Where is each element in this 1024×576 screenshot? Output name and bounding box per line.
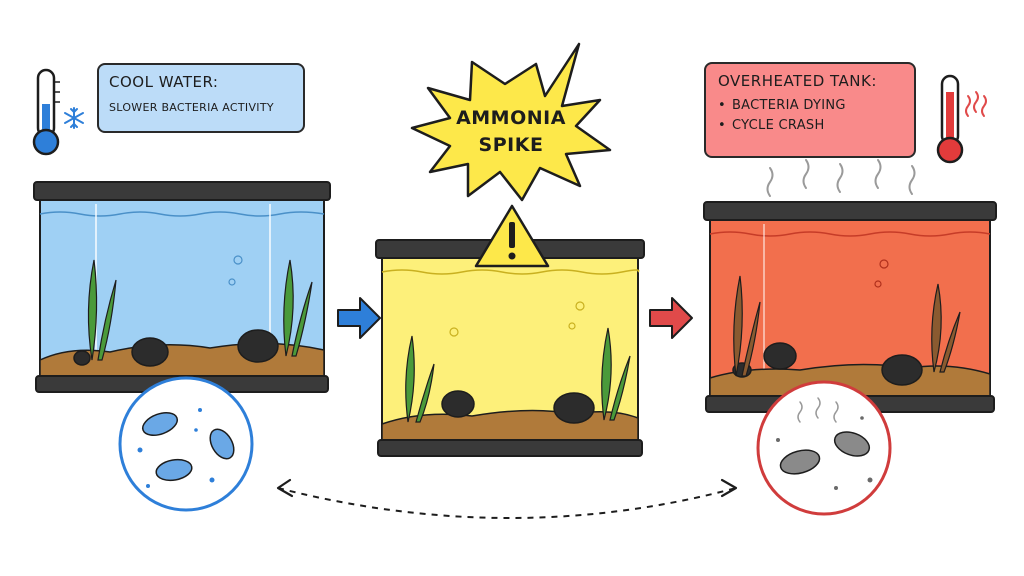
- active-bacteria-circle: [118, 376, 254, 512]
- bullet-bacteria-dying: BACTERIA DYING: [718, 98, 902, 113]
- dying-bacteria-circle: [756, 380, 892, 516]
- overheated-title: OVERHEATED TANK:: [718, 72, 877, 90]
- steam-icon: [766, 159, 916, 197]
- spike-line-1: AMMONIA: [456, 107, 566, 129]
- red-arrow-icon: [649, 297, 693, 339]
- cool-water-subtitle: SLOWER BACTERIA ACTIVITY: [109, 101, 274, 114]
- warning-icon: [474, 204, 550, 268]
- heat-waves-icon: [965, 91, 987, 117]
- cool-water-title: COOL WATER:: [109, 73, 219, 91]
- cool-plant: [87, 259, 313, 361]
- cool-water-tank: [33, 181, 331, 393]
- snowflake-icon: [64, 107, 84, 129]
- spike-line-2: SPIKE: [479, 134, 544, 156]
- overheated-tank-label: OVERHEATED TANK: BACTERIA DYING CYCLE CR…: [704, 62, 916, 158]
- ammonia-tank: [375, 239, 645, 457]
- cool-water-label: COOL WATER: SLOWER BACTERIA ACTIVITY: [97, 63, 305, 133]
- ammonia-spike-burst: AMMONIA SPIKE: [410, 42, 612, 202]
- double-arrow-icon: [276, 478, 738, 519]
- blue-arrow-icon: [337, 297, 381, 339]
- bullet-cycle-crash: CYCLE CRASH: [718, 118, 902, 133]
- thermometer-cold-icon: [32, 68, 60, 156]
- thermometer-hot-icon: [936, 74, 964, 164]
- overheated-tank: [703, 201, 997, 413]
- overheated-bullets: BACTERIA DYING CYCLE CRASH: [718, 98, 902, 133]
